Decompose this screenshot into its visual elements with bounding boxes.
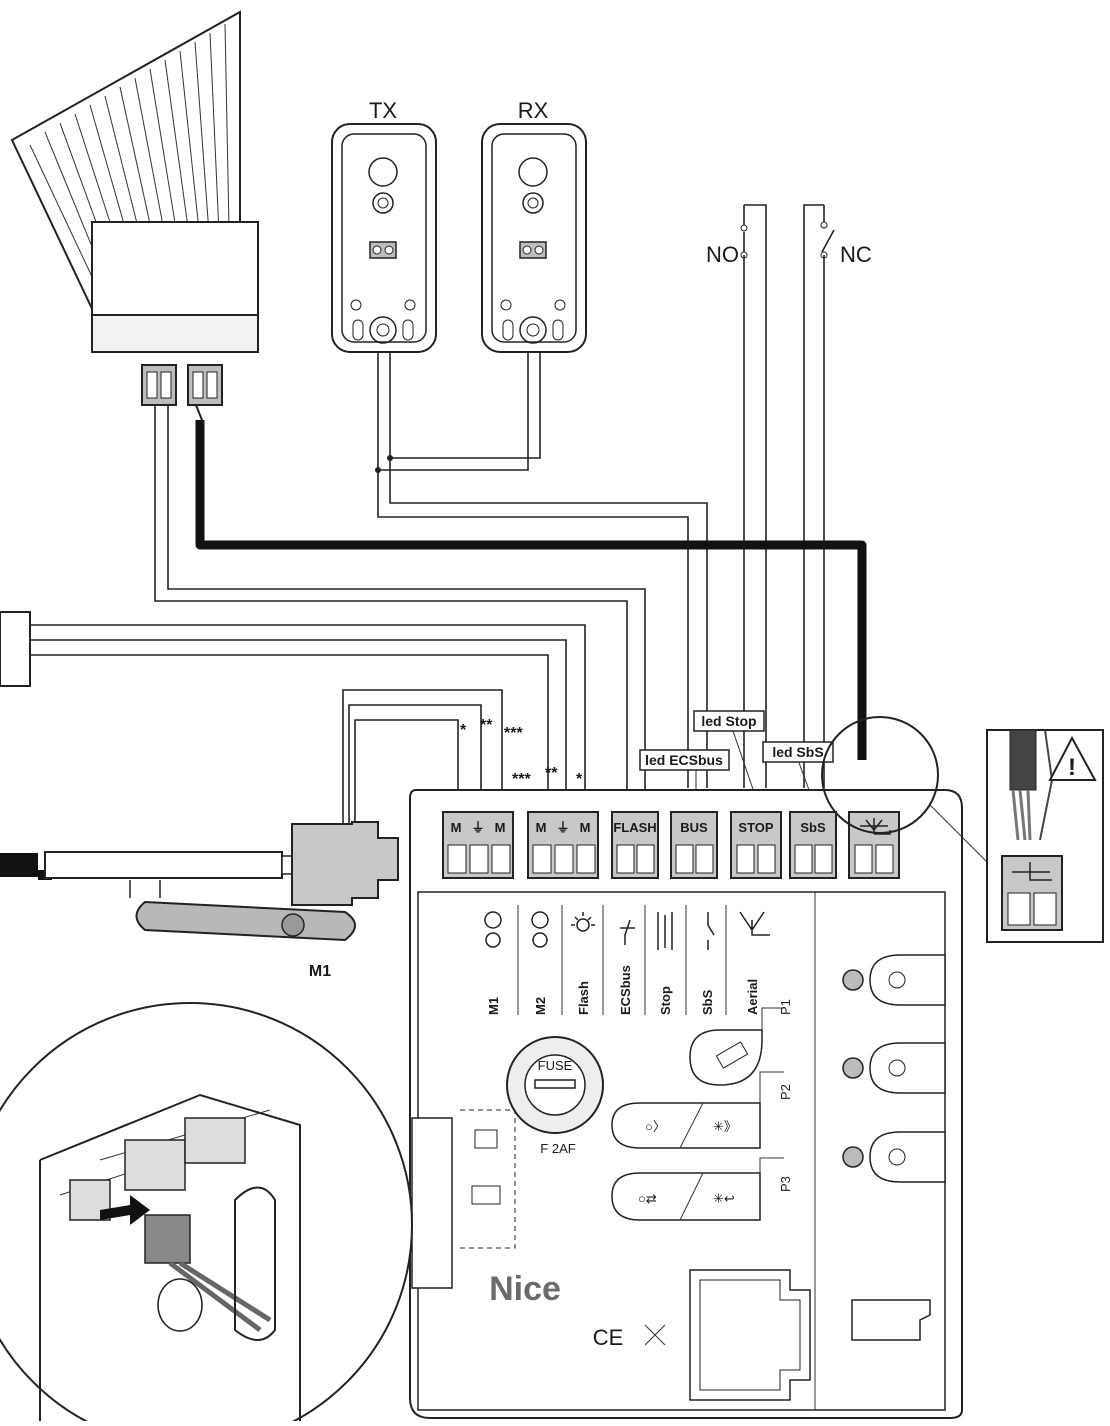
switch-no: NO xyxy=(706,205,748,267)
stop-icon xyxy=(657,912,673,950)
ce-mark: CE xyxy=(593,1325,624,1350)
button-p1-label: P1 xyxy=(778,999,793,1015)
terminal-m1-label-right: M xyxy=(495,820,506,835)
panel-label-m2: M2 xyxy=(533,997,548,1015)
terminal-m1: M ⏚ M xyxy=(442,811,514,879)
panel-icons xyxy=(484,905,770,1015)
wires xyxy=(0,204,867,840)
button-p3[interactable]: ○⇄ ✳↩ P3 xyxy=(611,1157,793,1221)
fuse: FUSE F 2AF xyxy=(506,1036,604,1156)
m1-motor-label: M1 xyxy=(309,963,331,980)
terminal-m2-label-left: M xyxy=(536,820,547,835)
rx-label: RX xyxy=(518,98,549,123)
motor-icon xyxy=(484,911,502,929)
warning-icon xyxy=(1048,735,1097,781)
terminal-bus: BUS xyxy=(670,811,718,879)
led-sbs-label: led SbS xyxy=(772,744,823,760)
svg-text:⏚: ⏚ xyxy=(556,820,569,835)
terminal-flash-label: FLASH xyxy=(613,820,656,835)
no-label: NO xyxy=(706,242,739,267)
solar-panel-icon xyxy=(474,1129,498,1149)
terminal-flash: FLASH xyxy=(611,811,659,879)
m1-mark-3: *** xyxy=(504,725,523,742)
panel-labels: M1 M2 Flash ECSbus Stop SbS Aerial xyxy=(486,965,760,1015)
status-leds xyxy=(842,954,946,1183)
svg-text:!: ! xyxy=(1068,754,1076,781)
control-unit: M ⏚ M M ⏚ M FLASH BUS xyxy=(409,716,1001,1419)
aerial-detail: ! xyxy=(986,729,1104,943)
terminal-stop: STOP xyxy=(730,811,782,879)
aerial-icon xyxy=(739,911,770,936)
terminal-sbs: SbS xyxy=(789,811,837,879)
ecsbus-icon xyxy=(620,919,635,945)
remote-icon xyxy=(715,1041,749,1069)
m2-mark-3: * xyxy=(576,771,583,788)
terminal-bus-label: BUS xyxy=(680,820,708,835)
return-icon: ✳↩ xyxy=(713,1191,735,1206)
nice-logo: Nice xyxy=(489,1270,561,1308)
switch-nc: NC xyxy=(820,205,872,267)
sbs-icon xyxy=(707,912,715,950)
led-stop-label: led Stop xyxy=(701,713,756,729)
button-p3-label: P3 xyxy=(778,1176,793,1192)
nc-label: NC xyxy=(840,242,872,267)
gearmotor-m1: M1 xyxy=(0,821,399,980)
panel-label-ecsbus: ECSbus xyxy=(618,965,633,1015)
fuse-rating: F 2AF xyxy=(540,1141,575,1156)
led-ecsbus-label: led ECSbus xyxy=(645,752,723,768)
m2-mark-1: *** xyxy=(512,771,531,788)
insert-arrow-icon xyxy=(100,1195,150,1225)
terminal-aerial xyxy=(848,811,900,879)
svg-text:⏚: ⏚ xyxy=(471,820,484,835)
swap-icon: ○⇄ xyxy=(638,1191,657,1206)
fuse-text: FUSE xyxy=(538,1058,573,1073)
terminal-m2-label-right: M xyxy=(580,820,591,835)
flashing-lamp xyxy=(10,10,259,406)
panel-label-stop: Stop xyxy=(658,986,673,1015)
button-p2[interactable]: ○〉 ✳》 P2 xyxy=(611,1071,793,1149)
photocell-tx: TX xyxy=(331,98,437,353)
open-icon: ○〉 xyxy=(645,1119,666,1134)
flash-icon xyxy=(576,918,590,932)
m2-mark-2: ** xyxy=(545,765,558,782)
battery-icon xyxy=(471,1185,501,1205)
photocell-rx: RX xyxy=(481,98,587,353)
m1-mark-2: ** xyxy=(480,717,493,734)
connector-detail xyxy=(0,1002,413,1426)
tx-label: TX xyxy=(369,98,397,123)
wiring-marks: * ** *** *** ** * xyxy=(460,717,583,788)
panel-label-m1: M1 xyxy=(486,997,501,1015)
battery-compartment xyxy=(411,1109,516,1289)
panel-label-flash: Flash xyxy=(576,981,591,1015)
terminal-sbs-label: SbS xyxy=(800,820,826,835)
motor-icon xyxy=(531,911,549,929)
weee-icon xyxy=(644,1324,666,1346)
button-p1[interactable]: P1 xyxy=(689,999,793,1086)
terminal-m2: M ⏚ M xyxy=(527,811,599,879)
terminal-stop-label: STOP xyxy=(738,820,773,835)
panel-label-aerial: Aerial xyxy=(745,979,760,1015)
button-p2-label: P2 xyxy=(778,1084,793,1100)
terminal-m1-label-left: M xyxy=(451,820,462,835)
m1-mark-1: * xyxy=(460,722,467,739)
step-icon: ✳》 xyxy=(713,1119,737,1134)
panel-label-sbs: SbS xyxy=(700,989,715,1015)
